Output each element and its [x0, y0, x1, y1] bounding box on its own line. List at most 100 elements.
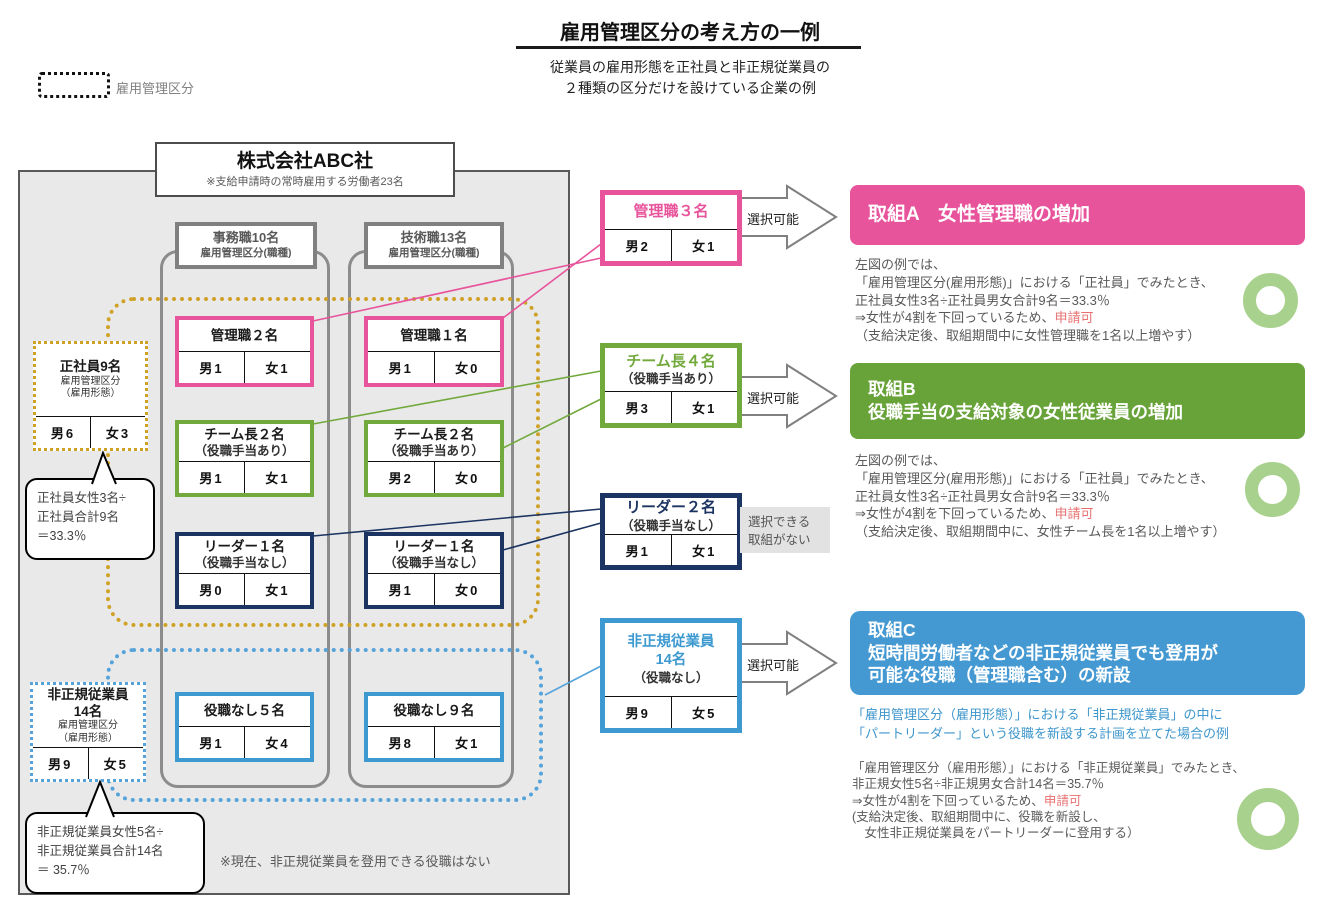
bubble-hiseiki: 非正規従業員女性5名÷ 非正規従業員合計14名 ＝ 35.7％ — [25, 812, 205, 894]
arrow-b-label: 選択可能 — [746, 391, 799, 406]
no-action-note-line1: 選択できる — [748, 515, 811, 529]
box-mid-leader-male: 男1 — [625, 543, 650, 559]
page-subtitle-line1: 従業員の雇用形態を正社員と非正規従業員の — [550, 59, 830, 75]
banner-action-c-line1: 取組C — [868, 619, 916, 640]
action-c-text: 「雇用管理区分（雇用形態）」における「非正規従業員」でみたとき、 非正規女性5名… — [852, 760, 1245, 841]
column-header-jimushoku-title: 事務職10名 — [212, 230, 280, 246]
no-action-note-line2: 取組がない — [748, 533, 811, 548]
banner-action-b: 取組B 役職手当の支給対象の女性従業員の増加 — [850, 363, 1305, 439]
action-c-blue-line2: 「パートリーダー」という役職を新設する計画を立てた場合の例 — [852, 725, 1230, 741]
box-mid-teamleader-title: チーム長４名 — [626, 352, 716, 370]
action-b-line5: （支給決定後、取組期間中に、女性チーム長を1名以上増やす） — [855, 524, 1226, 540]
box-hiseiki-title1: 非正規従業員 — [47, 686, 129, 702]
action-c-blue-line1: 「雇用管理区分（雇用形態）」における「非正規従業員」の中に — [852, 707, 1223, 722]
action-b-line3: 正社員女性3名÷正社員男女合計9名＝33.3％ — [855, 488, 1110, 504]
banner-action-c-line2: 短時間労働者などの非正規従業員でも登用が — [868, 642, 1218, 663]
action-c-line4: (支給決定後、取組期間中に、役職を新設し、 — [852, 809, 1106, 824]
bubble-seishain-line2: 正社員合計9名 — [37, 509, 119, 524]
box-gijutsu-kanrishoku-male: 男1 — [388, 361, 413, 376]
box-hiseiki-sub1: 雇用管理区分 — [58, 720, 118, 732]
bubble-hiseiki-line3: ＝ 35.7％ — [37, 862, 90, 877]
box-jimu-kanrishoku-female: 女1 — [244, 352, 310, 383]
column-header-jimushoku-sub: 雇用管理区分(職種) — [200, 247, 292, 260]
box-gijutsu-teamleader-sub: （役職手当あり） — [383, 444, 484, 459]
box-gijutsu-teamleader-title: チーム長２名 — [393, 426, 475, 442]
arrow-a-label: 選択可能 — [746, 212, 799, 227]
box-gijutsu-leader: リーダー１名 （役職手当なし） 男1 女0 — [364, 532, 504, 609]
action-a-approval-ok: 申請可 — [1054, 310, 1094, 326]
action-c-line2: 非正規女性5名÷非正規男女合計14名＝35.7％ — [852, 777, 1105, 792]
box-gijutsu-yakunashi-title: 役職なし９名 — [393, 703, 475, 719]
box-jimu-leader-sub: （役職手当なし） — [194, 556, 295, 571]
bubble-seishain-line3: ＝33.3％ — [37, 528, 87, 543]
box-mid-leader-female: 女1 — [670, 534, 738, 566]
box-mid-hiseiki-title1: 非正規従業員 — [627, 633, 715, 650]
box-mid-teamleader: チーム長４名 （役職手当あり） 男3 女1 — [600, 343, 742, 428]
box-hiseiki-sub2: （雇用形態） — [58, 732, 118, 744]
box-jimu-leader-female: 女1 — [244, 574, 310, 605]
box-gijutsu-leader-male: 男1 — [388, 583, 413, 598]
action-a-line2: 「雇用管理区分(雇用形態)」における「正社員」でみたとき、 — [855, 274, 1214, 290]
action-c-line5: 女性非正規従業員をパートリーダーに登用する） — [852, 826, 1140, 840]
box-hiseiki: 非正規従業員 14名 雇用管理区分 （雇用形態） 男9 女5 — [30, 682, 146, 782]
box-jimu-kanrishoku: 管理職２名 男1 女1 — [175, 316, 314, 387]
arrow-c-label: 選択可能 — [746, 658, 799, 673]
box-hiseiki-female: 女5 — [87, 748, 144, 779]
action-b-line1: 左図の例では、 — [855, 453, 947, 468]
box-hiseiki-male: 男9 — [48, 757, 73, 772]
box-mid-kanrishoku: 管理職３名 男2 女1 — [600, 190, 742, 266]
bubble-hiseiki-line1: 非正規従業員女性5名÷ — [37, 825, 164, 839]
legend-label: 雇用管理区分 — [116, 81, 195, 96]
legend-dotted-box — [38, 72, 110, 98]
column-header-gijutsushoku-title: 技術職13名 — [400, 230, 468, 246]
box-gijutsu-yakunashi: 役職なし９名 男8 女1 — [364, 692, 504, 762]
box-gijutsu-leader-title: リーダー１名 — [393, 538, 475, 554]
box-mid-kanrishoku-title: 管理職３名 — [633, 203, 709, 221]
banner-action-c-line3: 可能な役職（管理職含む）の新設 — [868, 665, 1131, 686]
box-jimu-yakunashi: 役職なし５名 男1 女4 — [175, 692, 314, 762]
box-gijutsu-kanrishoku: 管理職１名 男1 女0 — [364, 316, 504, 387]
box-seishain: 正社員9名 雇用管理区分 （雇用形態） 男6 女3 — [33, 341, 148, 451]
action-c-blue-note: 「雇用管理区分（雇用形態）」における「非正規従業員」の中に 「パートリーダー」と… — [852, 706, 1229, 744]
approval-circle-c-icon — [1237, 788, 1299, 850]
box-mid-leader: リーダー２名 （役職手当なし） 男1 女1 — [600, 493, 742, 570]
box-mid-kanrishoku-male: 男2 — [625, 239, 650, 254]
action-b-text: 左図の例では、 「雇用管理区分(雇用形態)」における「正社員」でみたとき、 正社… — [855, 452, 1225, 541]
box-jimu-teamleader: チーム長２名 （役職手当あり） 男1 女1 — [175, 420, 314, 497]
action-a-text: 左図の例では、 「雇用管理区分(雇用形態)」における「正社員」でみたとき、 正社… — [855, 256, 1214, 345]
box-gijutsu-kanrishoku-female: 女0 — [433, 352, 501, 383]
box-jimu-teamleader-sub: （役職手当あり） — [194, 444, 295, 459]
box-jimu-leader: リーダー１名 （役職手当なし） 男0 女1 — [175, 532, 314, 609]
banner-action-b-line1: 取組B — [868, 379, 916, 400]
box-mid-leader-sub: （役職手当なし） — [620, 518, 721, 533]
box-jimu-kanrishoku-title: 管理職２名 — [210, 327, 279, 343]
box-mid-hiseiki-male: 男9 — [625, 706, 650, 721]
action-c-line3-pre: ⇒女性が4割を下回っているため、 — [852, 793, 1044, 808]
box-mid-teamleader-male: 男3 — [625, 401, 650, 416]
column-header-gijutsushoku: 技術職13名 雇用管理区分(職種) — [364, 222, 504, 269]
bubble-seishain: 正社員女性3名÷ 正社員合計9名 ＝33.3％ — [25, 478, 155, 560]
box-seishain-sub1: 雇用管理区分 — [60, 375, 121, 387]
box-hiseiki-title2: 14名 — [73, 703, 103, 719]
column-header-jimushoku: 事務職10名 雇用管理区分(職種) — [175, 222, 317, 269]
title-underline — [516, 46, 861, 49]
action-c-line3: ⇒女性が4割を下回っているため、申請可 — [852, 793, 1245, 809]
column-header-gijutsushoku-sub: 雇用管理区分(職種) — [388, 247, 480, 260]
bubble-seishain-line1: 正社員女性3名÷ — [37, 491, 126, 505]
page-title: 雇用管理区分の考え方の一例 — [560, 22, 820, 44]
banner-action-a-text: 取組A 女性管理職の増加 — [868, 203, 1091, 225]
box-gijutsu-yakunashi-female: 女1 — [433, 727, 501, 758]
page-subtitle-line2: ２種類の区分だけを設けている企業の例 — [564, 80, 816, 96]
box-gijutsu-teamleader-male: 男2 — [388, 471, 413, 486]
company-note: ※支給申請時の常時雇用する労働者23名 — [206, 175, 404, 188]
box-jimu-leader-title: リーダー１名 — [204, 538, 285, 554]
box-mid-leader-title: リーダー２名 — [625, 499, 716, 516]
box-mid-hiseiki-title2: 14名 — [655, 652, 687, 669]
action-c-approval-ok: 申請可 — [1043, 793, 1082, 808]
bubble-hiseiki-line2: 非正規従業員合計14名 — [37, 843, 164, 858]
action-a-line3: 正社員女性3名÷正社員男女合計9名＝33.3％ — [855, 292, 1110, 308]
box-gijutsu-kanrishoku-title: 管理職１名 — [400, 327, 468, 343]
box-jimu-yakunashi-title: 役職なし５名 — [204, 703, 285, 719]
box-gijutsu-teamleader: チーム長２名 （役職手当あり） 男2 女0 — [364, 420, 504, 497]
